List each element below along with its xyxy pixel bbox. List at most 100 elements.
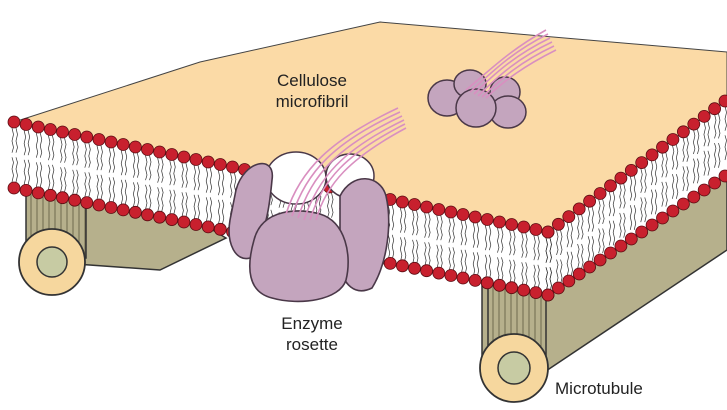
lipid-head [44, 189, 56, 201]
lipid-head [646, 219, 658, 231]
lipid-head [81, 197, 93, 209]
lipid-head [506, 219, 518, 231]
label-enzyme-line2: rosette [266, 334, 358, 355]
lipid-head [142, 209, 154, 221]
lipid-head [494, 279, 506, 291]
lipid-head [636, 157, 648, 169]
lipid-head [709, 177, 721, 189]
lipid-head [667, 134, 679, 146]
lipid-head [677, 126, 689, 138]
lipid-head [719, 95, 727, 107]
lipid-head [69, 194, 81, 206]
lipid-head [552, 218, 564, 230]
lipid-head [625, 164, 637, 176]
lipid-tail [12, 157, 14, 182]
lipid-head [154, 211, 166, 223]
lipid-head [166, 214, 178, 226]
lipid-head [93, 134, 105, 146]
lipid-head [105, 136, 117, 148]
lipid-head [20, 119, 32, 131]
lipid-head [542, 289, 554, 301]
lipid-head [433, 267, 445, 279]
lipid-head [573, 268, 585, 280]
lipid-head [8, 116, 20, 128]
lipid-head [518, 221, 530, 233]
lipid-head [421, 201, 433, 213]
microtubule-right-core [498, 352, 530, 384]
lipid-head [688, 118, 700, 130]
lipid-head [105, 202, 117, 214]
lipid-head [57, 192, 69, 204]
lipid-head [657, 212, 669, 224]
lipid-head [214, 159, 226, 171]
lipid-head [457, 209, 469, 221]
lipid-head [688, 191, 700, 203]
lipid-head [481, 214, 493, 226]
lipid-head [698, 110, 710, 122]
lipid-head [605, 180, 617, 192]
lipid-head [667, 205, 679, 217]
lipid-head [166, 149, 178, 161]
lipid-head [154, 146, 166, 158]
lipid-head [445, 270, 457, 282]
enzyme-rosette-large [229, 152, 389, 301]
lipid-head [178, 216, 190, 228]
lipid-head [657, 141, 669, 153]
lipid-head [469, 211, 481, 223]
lipid-head [530, 287, 542, 299]
lipid-head [409, 262, 421, 274]
lipid-head [129, 141, 141, 153]
lipid-head [698, 184, 710, 196]
lipid-head [615, 172, 627, 184]
lipid-head [719, 170, 727, 182]
lipid-head [214, 223, 226, 235]
lipid-head [81, 131, 93, 143]
lipid-head [32, 121, 44, 133]
lipid-head [573, 203, 585, 215]
lipid-head [117, 204, 129, 216]
lipid-head [129, 206, 141, 218]
lipid-tail [12, 128, 14, 153]
lipid-head [605, 247, 617, 259]
lipid-head [190, 219, 202, 231]
lipid-head [44, 124, 56, 136]
lipid-head [202, 221, 214, 233]
lipid-head [615, 240, 627, 252]
lipid-head [409, 199, 421, 211]
label-enzyme-rosette: Enzyme rosette [266, 313, 358, 355]
lipid-head [32, 187, 44, 199]
lipid-head [552, 282, 564, 294]
label-cellulose-line2: microfibril [256, 91, 368, 112]
lipid-head [530, 224, 542, 236]
lipid-head [202, 156, 214, 168]
lipid-head [142, 144, 154, 156]
lipid-head [709, 103, 721, 115]
lipid-head [594, 254, 606, 266]
microtubule-left-core [37, 247, 67, 277]
lipid-head [677, 198, 689, 210]
lipid-head [518, 284, 530, 296]
lipid-head [69, 129, 81, 141]
lipid-head [457, 272, 469, 284]
lipid-head [469, 274, 481, 286]
lipid-head [563, 211, 575, 223]
lipid-head [421, 265, 433, 277]
lipid-head [396, 196, 408, 208]
lipid-head [584, 261, 596, 273]
label-cellulose-line1: Cellulose [256, 70, 368, 91]
label-microtubule: Microtubule [555, 378, 643, 399]
lipid-head [433, 204, 445, 216]
lipid-head [563, 275, 575, 287]
lipid-head [117, 139, 129, 151]
lipid-head [494, 216, 506, 228]
lipid-head [57, 126, 69, 138]
lipid-head [445, 206, 457, 218]
lipid-head [227, 161, 239, 173]
label-enzyme-line1: Enzyme [266, 313, 358, 334]
lipid-head [584, 195, 596, 207]
lipid-head [646, 149, 658, 161]
lipid-head [625, 233, 637, 245]
lipid-head [594, 188, 606, 200]
